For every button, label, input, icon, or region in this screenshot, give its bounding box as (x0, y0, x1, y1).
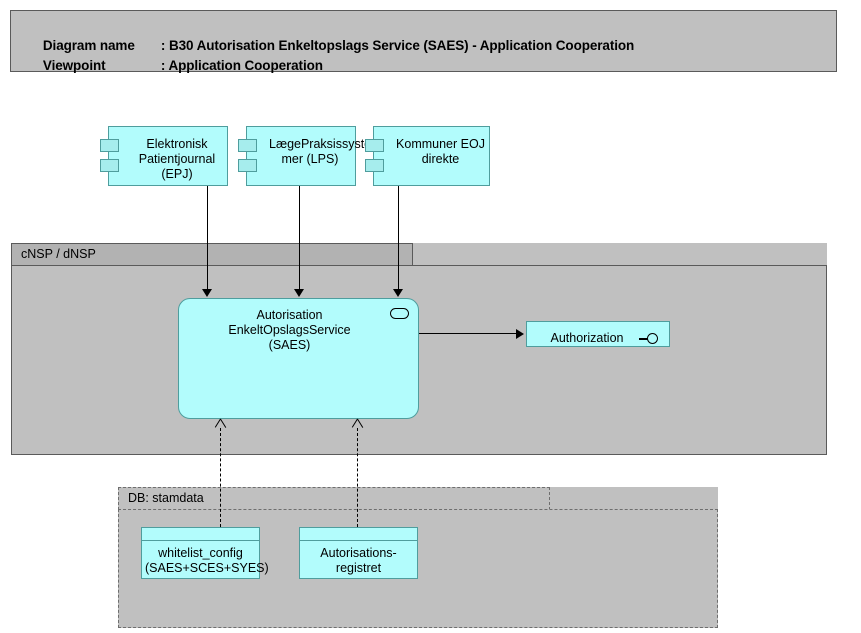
database-label: whitelist_config (SAES+SCES+SYES) (145, 546, 269, 575)
application-service-oval-icon (390, 308, 409, 319)
interface-authorization[interactable]: Authorization (526, 321, 670, 347)
application-service-saes[interactable]: Autorisation EnkeltOpslagsService (SAES) (178, 298, 419, 419)
component-tab-icon (238, 139, 257, 152)
component-label: Elektronisk Patientjournal (EPJ) (138, 137, 216, 181)
diagram-title-banner: Diagram name: B30 Autorisation Enkeltops… (10, 10, 837, 73)
arrowhead-saes-to-authorization (516, 329, 524, 339)
group-db-stamdata-tab: DB: stamdata (118, 487, 550, 510)
component-tab-icon (100, 139, 119, 152)
diagram-name-value: B30 Autorisation Enkeltopslags Service (… (168, 38, 635, 53)
connector-kommuner-to-saes (398, 186, 399, 290)
diagram-name-row: Diagram name: B30 Autorisation Enkeltops… (21, 23, 634, 68)
arrowhead-whitelist-to-saes (215, 419, 226, 428)
component-tab-icon (238, 159, 257, 172)
group-cnsp-dnsp-label: cNSP / dNSP (21, 247, 96, 261)
connector-epj-to-saes (207, 186, 208, 290)
viewpoint-value: Application Cooperation (168, 58, 323, 73)
diagram-name-label: Diagram name (42, 38, 135, 53)
lollipop-stick (639, 338, 648, 340)
connector-lps-to-saes (299, 186, 300, 290)
connector-whitelist-to-saes (220, 428, 221, 527)
diagram-name-separator: : (160, 38, 169, 53)
component-tab-icon (365, 139, 384, 152)
arrowhead-kommuner-to-saes (393, 289, 403, 297)
connector-autreg-to-saes (357, 428, 358, 527)
component-label: LægePraksissyste mer (LPS) (269, 137, 372, 166)
database-label: Autorisations- registret (320, 546, 397, 575)
connector-saes-to-authorization (419, 333, 516, 334)
application-service-label: Autorisation EnkeltOpslagsService (SAES) (228, 308, 351, 352)
viewpoint-separator: : (160, 58, 169, 73)
component-laegepraksissystemer[interactable]: LægePraksissyste mer (LPS) (238, 126, 372, 186)
component-label: Kommuner EOJ direkte (396, 137, 485, 166)
viewpoint-row: Viewpoint: Application Cooperation (21, 43, 323, 88)
group-cnsp-dnsp-body (11, 265, 827, 455)
group-cnsp-dnsp-tab: cNSP / dNSP (11, 243, 413, 266)
component-tab-icon (365, 159, 384, 172)
group-db-stamdata-label: DB: stamdata (128, 491, 204, 505)
database-autorisationsregistret[interactable]: Autorisations- registret (299, 527, 418, 579)
arrowhead-autreg-to-saes (352, 419, 363, 428)
interface-label: Authorization (550, 331, 624, 345)
component-kommuner-eoj-direkte[interactable]: Kommuner EOJ direkte (365, 126, 490, 186)
arrowhead-lps-to-saes (294, 289, 304, 297)
component-tab-icon (100, 159, 119, 172)
component-elektronisk-patientjournal[interactable]: Elektronisk Patientjournal (EPJ) (100, 126, 228, 186)
lollipop-ball (647, 333, 658, 344)
provided-interface-lollipop-icon (639, 333, 661, 344)
database-header-strip (300, 528, 417, 541)
database-header-strip (142, 528, 259, 541)
viewpoint-label: Viewpoint (42, 58, 106, 73)
arrowhead-epj-to-saes (202, 289, 212, 297)
database-whitelist-config[interactable]: whitelist_config (SAES+SCES+SYES) (141, 527, 269, 579)
group-cnsp-dnsp[interactable]: cNSP / dNSP (11, 243, 827, 455)
